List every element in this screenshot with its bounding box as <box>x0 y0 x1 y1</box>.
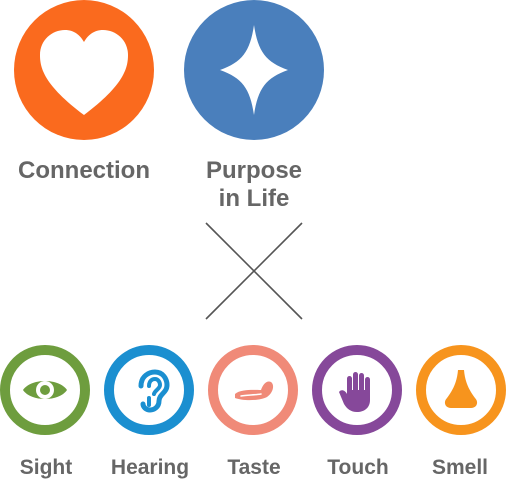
touch-circle <box>312 345 402 435</box>
cross-lines <box>205 222 303 320</box>
sight-label: Sight <box>19 456 73 479</box>
taste-label: Taste <box>227 456 281 479</box>
purpose-circle <box>184 0 324 140</box>
touch-label: Touch <box>327 456 389 479</box>
eye-icon <box>23 381 67 399</box>
ear-icon <box>138 369 170 413</box>
tongue-icon <box>235 381 274 401</box>
taste-circle <box>208 345 298 435</box>
connection-circle <box>14 0 154 140</box>
heart-icon <box>40 30 128 115</box>
hearing-label: Hearing <box>110 456 190 479</box>
purpose-label-line2: in Life <box>218 185 290 212</box>
smell-label: Smell <box>431 456 489 479</box>
smell-circle <box>416 345 506 435</box>
purpose-label-line1: Purpose <box>205 157 303 184</box>
hearing-circle <box>104 345 194 435</box>
sparkle-icon <box>220 25 288 115</box>
hand-icon <box>339 372 370 412</box>
nose-icon <box>444 370 478 408</box>
purpose-label: Purpose in Life <box>170 157 338 213</box>
sight-circle <box>0 345 90 435</box>
connection-label: Connection <box>18 157 150 184</box>
